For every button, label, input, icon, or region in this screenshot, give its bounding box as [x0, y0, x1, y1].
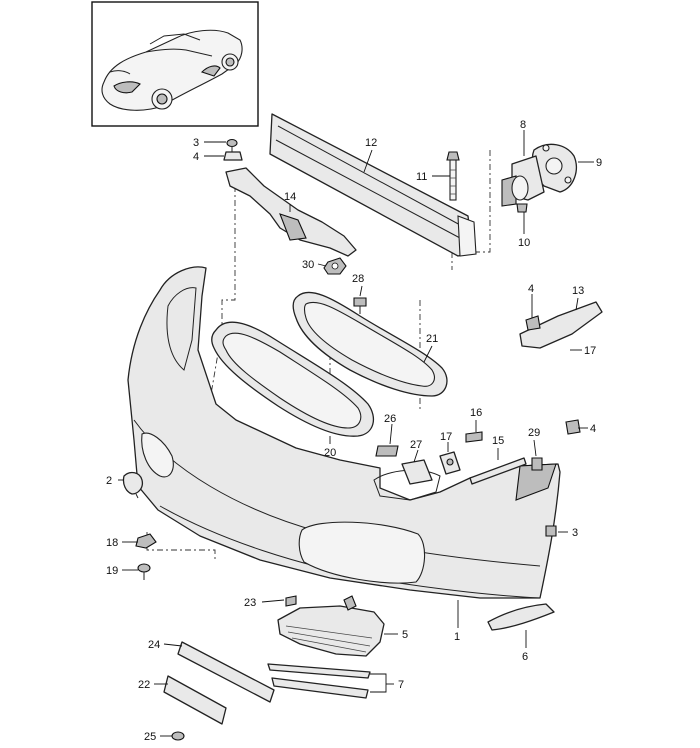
callout-15: 15 [492, 435, 504, 447]
bracket-part-27 [401, 459, 433, 485]
screw-part-28 [353, 297, 367, 314]
clip-part-4-right [565, 419, 581, 435]
side-bracket-part-13 [519, 301, 603, 349]
callout-6: 6 [522, 651, 528, 663]
clip-part-26 [375, 445, 399, 457]
license-plate-part-22 [163, 675, 227, 725]
vehicle-inset [91, 1, 259, 127]
callout-18: 18 [106, 537, 118, 549]
impact-beam-part-12 [269, 113, 477, 257]
screw-part-19 [137, 563, 151, 580]
license-holder-part-24 [177, 641, 275, 703]
screw-part-3-right [545, 525, 557, 537]
callout-14: 14 [284, 191, 296, 203]
callout-26: 26 [384, 413, 396, 425]
cap-part-17 [439, 451, 461, 475]
callout-16: 16 [470, 407, 482, 419]
tow-bracket-parts-8-9-10 [501, 143, 577, 213]
nut-part-30 [323, 257, 347, 275]
callout-24: 24 [148, 639, 160, 651]
plug-part-2 [122, 471, 144, 499]
callout-3: 3 [193, 137, 199, 149]
callout-10: 10 [518, 237, 530, 249]
grille-frame-part-21 [292, 291, 448, 397]
callout-labels: 3 4 12 8 9 11 10 14 30 28 4 13 17 21 26 … [106, 119, 602, 743]
callout-3: 3 [572, 527, 578, 539]
callout-7: 7 [398, 679, 404, 691]
bolt-part-11 [446, 151, 460, 201]
grille-frame-part-20 [211, 321, 375, 437]
clip-part-18 [135, 533, 157, 549]
clip-part-29 [531, 457, 543, 471]
trim-strip-part-6 [487, 603, 555, 631]
callout-13: 13 [572, 285, 584, 297]
leader-lines [118, 130, 594, 737]
strip-part-15 [469, 457, 527, 485]
clip-part-23 [285, 595, 297, 607]
callout-4: 4 [193, 151, 199, 163]
callout-28: 28 [352, 273, 364, 285]
clip-parts-3-4-top [223, 138, 243, 161]
callout-25: 25 [144, 731, 156, 743]
callout-1: 1 [454, 631, 460, 643]
callout-5: 5 [402, 629, 408, 641]
callout-22: 22 [138, 679, 150, 691]
clip-part-16 [465, 431, 483, 443]
car-illustration [101, 29, 243, 111]
callout-27: 27 [410, 439, 422, 451]
callout-17: 17 [440, 431, 452, 443]
callout-20: 20 [324, 447, 336, 459]
callout-19: 19 [106, 565, 118, 577]
strips-part-7 [267, 663, 371, 699]
callout-17: 17 [584, 345, 596, 357]
bumper-cover-part-1 [127, 266, 561, 599]
callout-2: 2 [106, 475, 112, 487]
callout-30: 30 [302, 259, 314, 271]
callout-4: 4 [528, 283, 534, 295]
callout-11: 11 [416, 171, 427, 183]
callout-29: 29 [528, 427, 540, 439]
bracket-part-14 [225, 167, 357, 257]
callout-12: 12 [365, 137, 377, 149]
callout-21: 21 [426, 333, 438, 345]
callout-9: 9 [596, 157, 602, 169]
callout-4: 4 [590, 423, 596, 435]
callout-8: 8 [520, 119, 526, 131]
screw-part-25 [171, 731, 185, 741]
lower-grille-part-5 [277, 595, 385, 657]
callout-23: 23 [244, 597, 256, 609]
